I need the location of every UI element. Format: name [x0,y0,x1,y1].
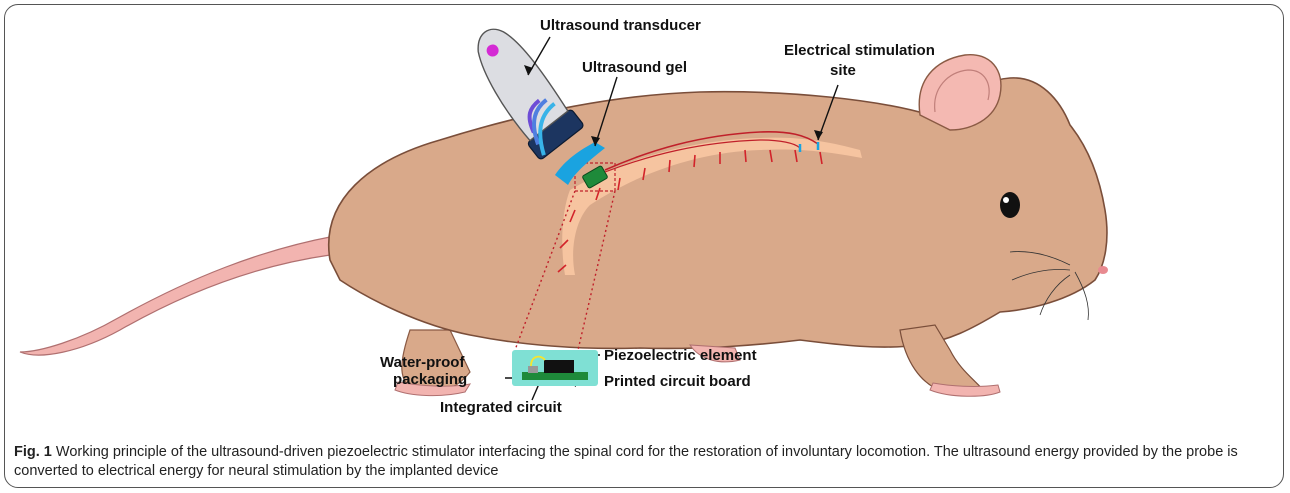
label-electrical-stimulation-line1: Electrical stimulation [784,43,935,60]
label-electrical-stimulation-line2: site [830,63,856,80]
label-water-proof-line2: packaging [393,372,467,389]
integrated-circuit [528,366,538,373]
label-ultrasound-gel: Ultrasound gel [582,60,687,77]
label-piezoelectric-element: Piezoelectric element [604,348,757,365]
caption-fig-label: Fig. 1 [14,444,52,460]
label-printed-circuit-board: Printed circuit board [604,374,751,391]
caption-text: Working principle of the ultrasound-driv… [14,444,1238,479]
figure-caption: Fig. 1 Working principle of the ultrasou… [14,443,1279,481]
label-water-proof-line1: Water-proof [380,355,464,372]
mouse-body [329,78,1107,349]
label-integrated-circuit: Integrated circuit [440,400,562,417]
mouse-nose [1098,266,1108,274]
piezoelectric-element [544,360,574,373]
printed-circuit-board [522,372,588,380]
label-ultrasound-transducer: Ultrasound transducer [540,18,701,35]
mouse-tail [20,236,335,355]
mouse-eye [1000,192,1020,218]
